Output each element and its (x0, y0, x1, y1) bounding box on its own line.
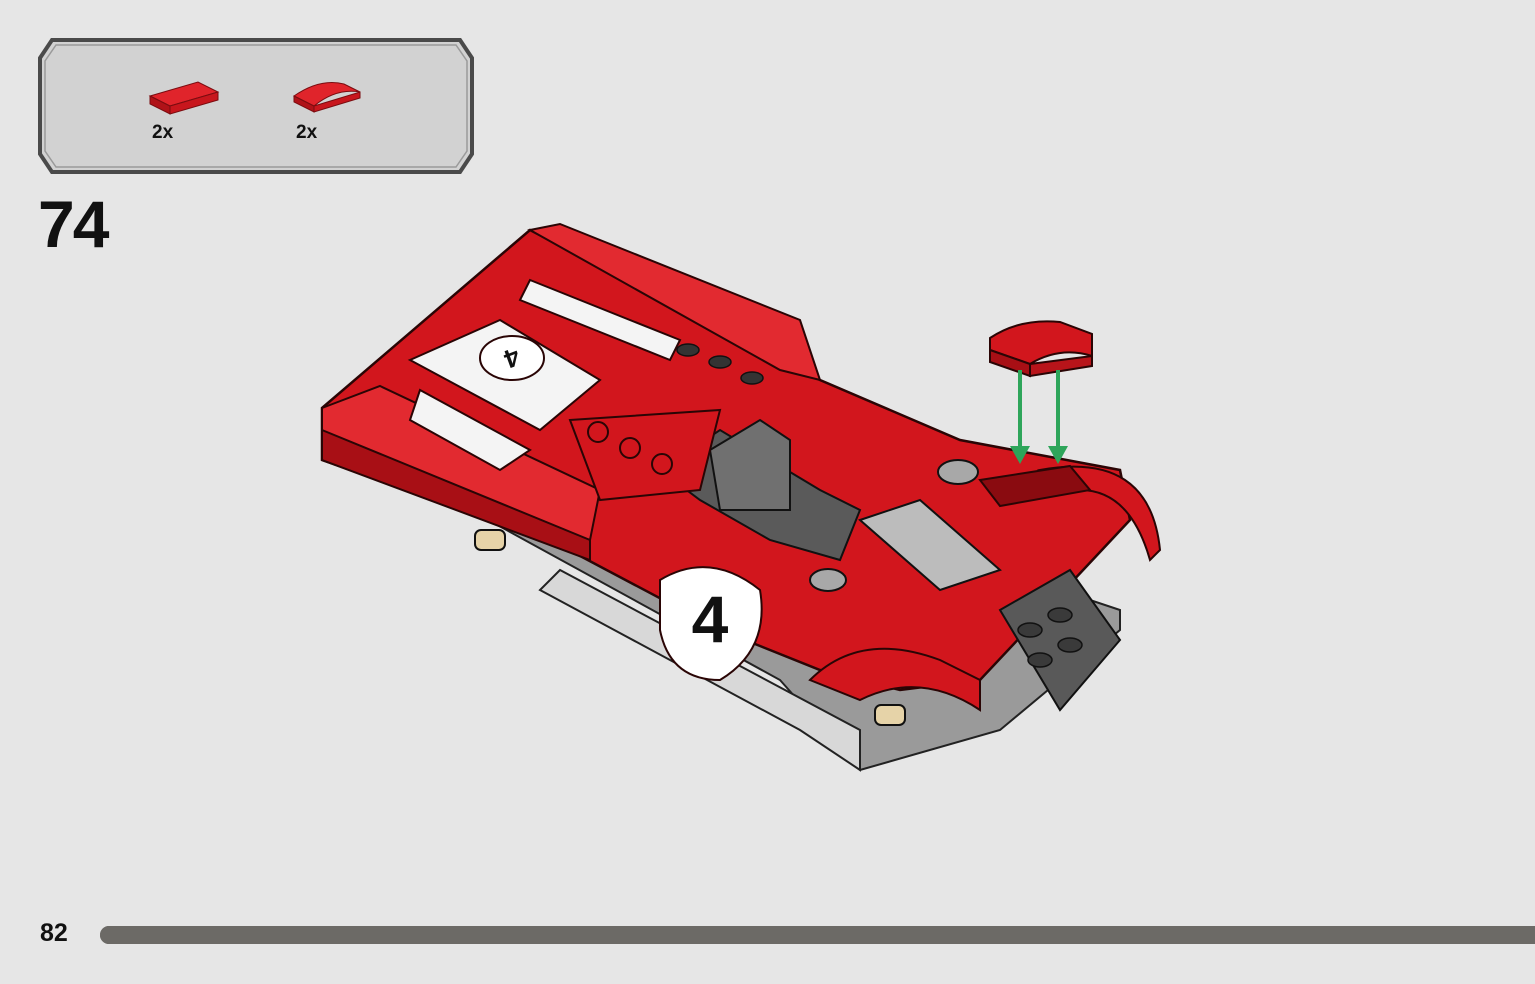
grey-round-part (809, 568, 847, 592)
rear-plate (998, 568, 1122, 712)
left-side-pod-edge (321, 428, 591, 562)
stud (740, 371, 764, 385)
step-number: 74 (38, 187, 109, 261)
grey-round-part (937, 459, 979, 485)
side-number-text: 4 (692, 582, 729, 656)
stud (1057, 637, 1083, 653)
progress-fill (100, 926, 1535, 944)
stud (708, 355, 732, 369)
stud (1047, 607, 1073, 623)
part-quantity: 2x (296, 122, 318, 143)
rear-spine (527, 222, 822, 382)
rear-fender (808, 647, 981, 712)
part-item-red-curved-slope: 2x (290, 78, 370, 150)
seat (708, 418, 791, 511)
part-item-red-tile: 2x (146, 78, 226, 150)
deck-white-panel (408, 388, 532, 472)
axle-pin (874, 704, 906, 726)
stud (676, 343, 700, 357)
parts-callout-frame (38, 38, 474, 174)
stud (1027, 652, 1053, 668)
stud (651, 453, 673, 475)
incoming-part-red-curved-slope (989, 320, 1093, 378)
part-quantity: 2x (152, 122, 174, 143)
stud (619, 437, 641, 459)
deck-number-roundel (479, 335, 545, 381)
stud (1017, 622, 1043, 638)
red-tile-1x2-icon (148, 81, 220, 115)
placement-arrow (1010, 370, 1030, 464)
parts-callout: 2x 2x (38, 38, 474, 174)
target-grille (978, 464, 1092, 508)
red-curved-slope-icon (293, 82, 361, 113)
progress-bar (100, 926, 1535, 944)
axle-pin (474, 529, 506, 551)
deck-white-stripe (518, 278, 682, 362)
front-fender (1036, 465, 1162, 562)
red-race-car-model-icon: 4 4 (320, 222, 1162, 772)
placement-arrow (1048, 370, 1068, 464)
engine-block (858, 498, 1002, 592)
side-number-roundel (659, 566, 763, 682)
page-number: 82 (40, 919, 68, 947)
stud (587, 421, 609, 443)
